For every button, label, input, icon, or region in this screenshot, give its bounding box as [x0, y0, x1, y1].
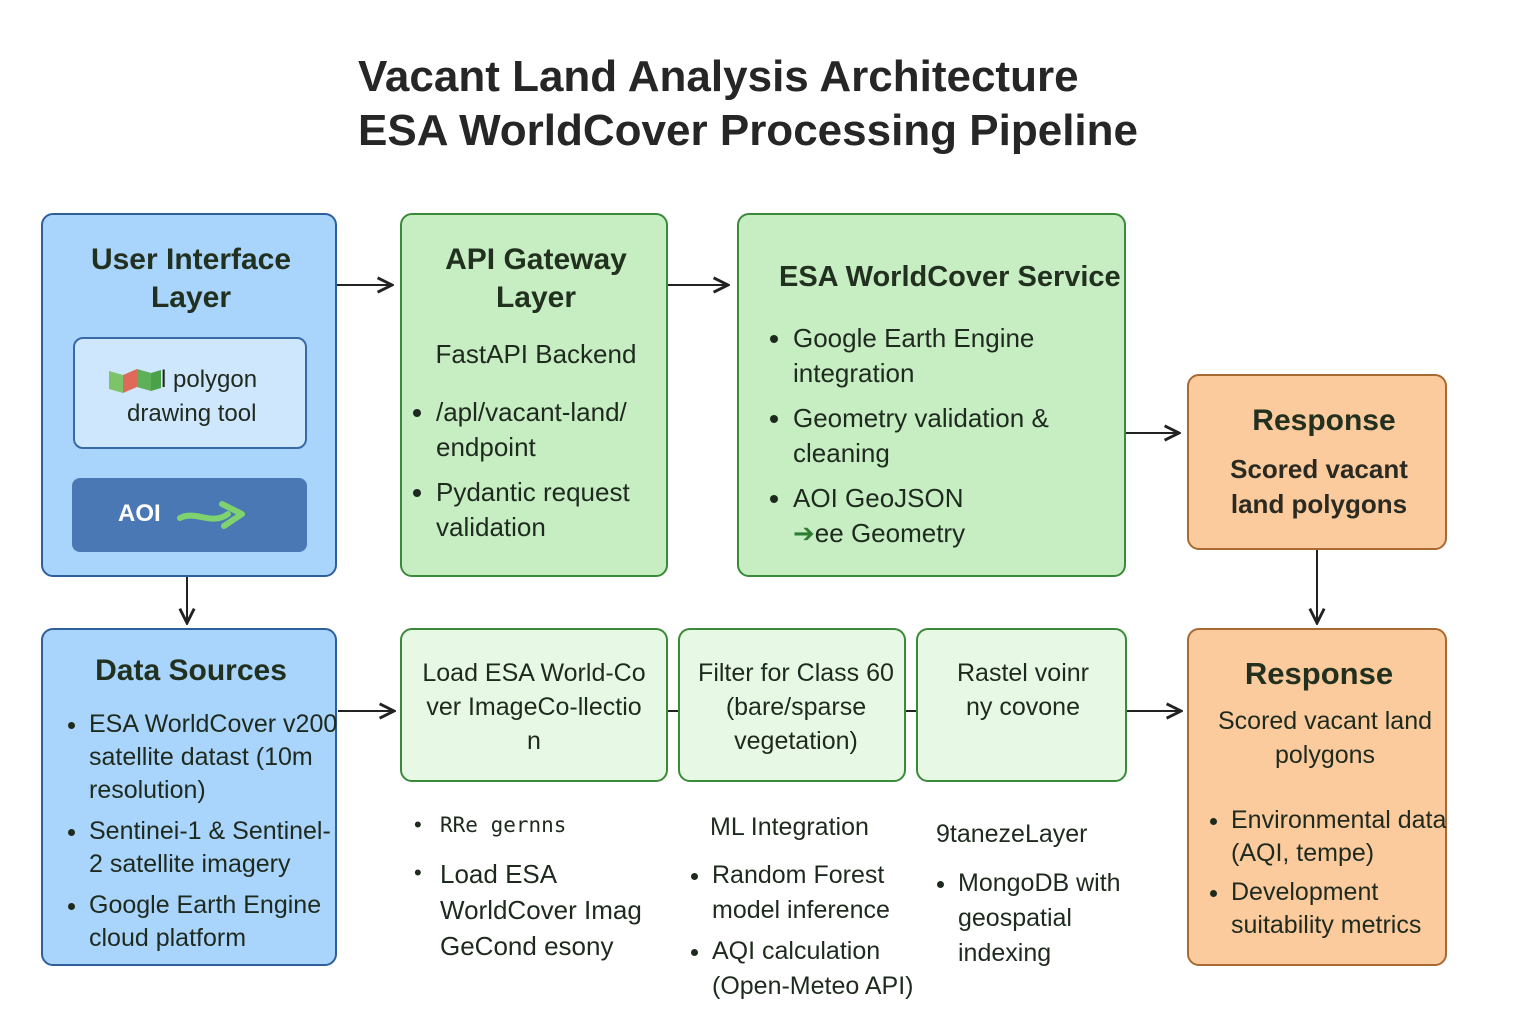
- ml-integration-list: Random Forest model inference AQI calcul…: [690, 858, 952, 1004]
- below-load-item-2-line3: GeCond esony: [440, 931, 614, 961]
- aoi-label: AOI: [118, 500, 161, 527]
- esa-item-aoi-line2: ee Geometry: [814, 518, 966, 548]
- esa-service-list: Google Earth Engine integration Geometry…: [771, 321, 1093, 551]
- api-gateway-box: API Gateway Layer FastAPI Backend /apl/v…: [400, 213, 668, 577]
- data-sources-box: Data Sources ESA WorldCover v200 satelli…: [41, 628, 337, 966]
- storage-item-mongodb: MongoDB with geospatial indexing: [958, 866, 1158, 971]
- title-line-2: ESA WorldCover Processing Pipeline: [358, 106, 1138, 155]
- esa-service-heading: ESA WorldCover Service: [779, 261, 1121, 293]
- map-icon: [109, 369, 161, 393]
- below-load-item-2: Load ESA WorldCover Imag GeCond esony: [440, 856, 642, 964]
- polygon-drawing-tool[interactable]: l polygon drawing tool: [73, 337, 307, 449]
- storage-layer-heading: 9tanezeLayer: [936, 820, 1088, 848]
- data-sources-heading: Data Sources: [95, 654, 287, 687]
- step-filter-text: Filter for Class 60 (bare/sparse vegetat…: [698, 659, 894, 755]
- below-load-item-1: RRe gernns: [440, 813, 567, 837]
- ui-layer-heading: User Interface Layer: [90, 243, 292, 314]
- step-filter-box: Filter for Class 60 (bare/sparse vegetat…: [678, 628, 906, 782]
- api-gateway-subheading: FastAPI Backend: [435, 339, 637, 369]
- below-load-item-2-line1: Load ESA: [440, 859, 558, 889]
- data-item-esa: ESA WorldCover v200 satellite datast (10…: [89, 708, 343, 807]
- data-item-gee: Google Earth Engine cloud platform: [89, 889, 343, 955]
- step-load-text: Load ESA World-Cover ImageCo-llection: [422, 659, 646, 755]
- step-raster-box: Rastel voinr ny covone: [916, 628, 1127, 782]
- esa-item-aoi-line1: AOI GeoJSON: [793, 483, 964, 513]
- response-item-environmental: Environmental data (AQI, tempe): [1231, 804, 1461, 870]
- bullet-dot: •: [414, 860, 422, 885]
- response-top-heading: Response: [1252, 404, 1396, 437]
- response-item-suitability: Development suitability metrics: [1231, 876, 1461, 942]
- response-bottom-text: Scored vacant land polygons: [1217, 707, 1433, 769]
- title-line-1: Vacant Land Analysis Architecture: [358, 52, 1079, 101]
- bullet-dot: •: [414, 812, 422, 837]
- response-bottom-list: Environmental data (AQI, tempe) Developm…: [1209, 804, 1461, 942]
- arrow-icon: [177, 501, 245, 529]
- step-raster-text: Rastel voinr ny covone: [957, 659, 1089, 721]
- data-item-sentinel: Sentinei-1 & Sentinel-2 satellite imager…: [89, 815, 343, 881]
- aoi-button[interactable]: AOI: [72, 478, 307, 552]
- api-item-validation: Pydantic request validation: [436, 475, 674, 545]
- below-load-item-2-line2: WorldCover Imag: [440, 895, 642, 925]
- esa-service-box: ESA WorldCover Service Google Earth Engi…: [737, 213, 1126, 577]
- esa-item-gee: Google Earth Engine integration: [793, 321, 1093, 391]
- api-gateway-heading: API Gateway Layer: [445, 243, 627, 314]
- esa-item-aoi: AOI GeoJSON ➔ee Geometry: [793, 481, 1093, 551]
- response-bottom-box: Response Scored vacant land polygons Env…: [1187, 628, 1447, 966]
- step-load-box: Load ESA World-Cover ImageCo-llection: [400, 628, 668, 782]
- esa-item-geometry: Geometry validation & cleaning: [793, 401, 1093, 471]
- ml-item-aqi: AQI calculation (Open-Meteo API): [712, 934, 952, 1004]
- diagram-title: Vacant Land Analysis Architecture ESA Wo…: [358, 50, 1138, 158]
- ui-layer-box: User Interface Layer l polygon drawing t…: [41, 213, 337, 577]
- conversion-arrow-icon: ➔: [793, 518, 815, 548]
- response-bottom-heading: Response: [1244, 656, 1394, 691]
- storage-layer-list: MongoDB with geospatial indexing: [936, 866, 1158, 971]
- response-top-box: Response Scored vacant land polygons: [1187, 374, 1447, 550]
- ml-item-random-forest: Random Forest model inference: [712, 858, 952, 928]
- ml-integration-heading: ML Integration: [710, 813, 869, 841]
- polygon-tool-label: l polygon drawing tool: [127, 366, 258, 427]
- api-item-endpoint: /apl/vacant-land/ endpoint: [436, 395, 674, 465]
- response-top-text: Scored vacant land polygons: [1230, 454, 1408, 519]
- data-sources-list: ESA WorldCover v200 satellite datast (10…: [67, 708, 343, 955]
- api-gateway-list: /apl/vacant-land/ endpoint Pydantic requ…: [414, 395, 674, 545]
